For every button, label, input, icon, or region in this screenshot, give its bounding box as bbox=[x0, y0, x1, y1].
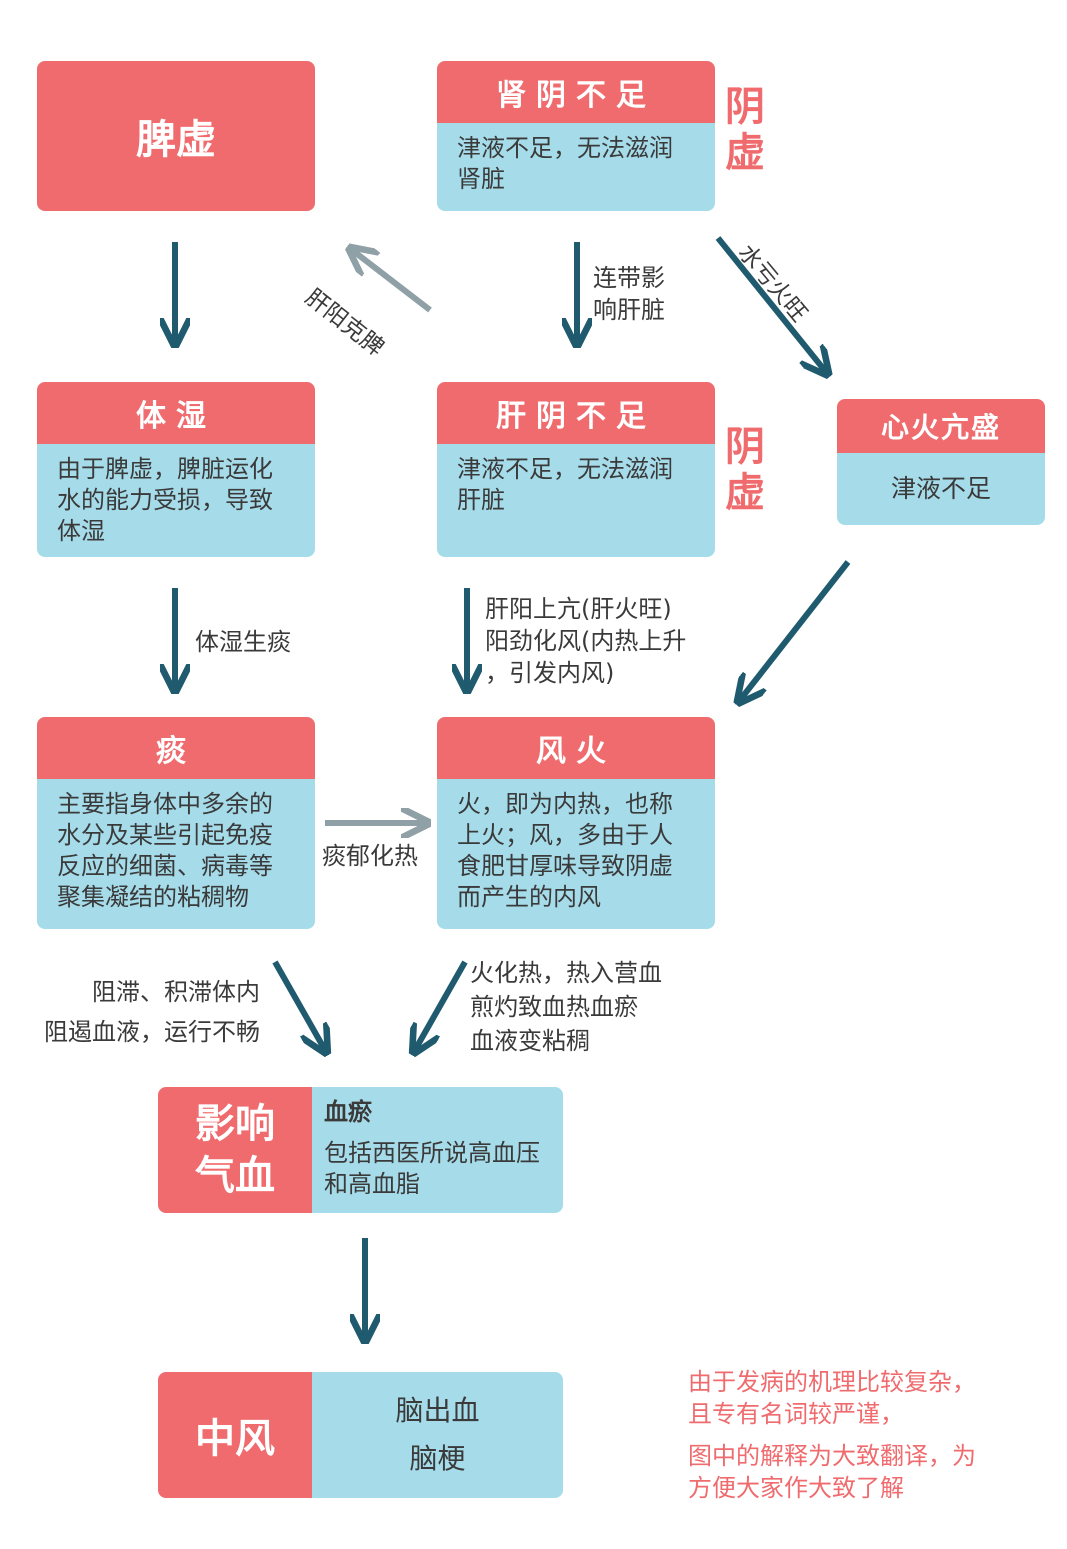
node-title: 风火 bbox=[437, 717, 715, 779]
node-title-line1: 影响 bbox=[195, 1101, 275, 1147]
node-liver-yin: 肝阴不足 津液不足，无法滋润肝脏 bbox=[437, 382, 715, 557]
edge-label-line: 阳劲化风(内热上升 bbox=[485, 627, 687, 655]
yin-deficiency-label-2: 阴虚 bbox=[725, 424, 765, 516]
node-desc: 津液不足，无法滋润肝脏 bbox=[437, 444, 715, 557]
arrow-phlegm-to-qiblood bbox=[272, 960, 325, 1050]
note-text: 由于发病的机理比较复杂， 且专有名词较严谨， 图中的解释为大致翻译，为 方便大家… bbox=[688, 1366, 976, 1504]
node-stroke: 中风 脑出血 脑梗 bbox=[158, 1372, 563, 1498]
edge-label-line: 阻滞、积滞体内 bbox=[92, 978, 260, 1006]
node-title: 影响 气血 bbox=[158, 1087, 312, 1213]
edge-label-damp-phlegm: 体湿生痰 bbox=[195, 628, 291, 656]
edge-label-line: ，引发内风) bbox=[485, 659, 615, 687]
edge-label-line: 火化热，热入营血 bbox=[470, 959, 662, 987]
arrow-heart-to-windfire bbox=[740, 560, 851, 700]
node-desc: 火，即为内热，也称上火；风，多由于人食肥甘厚味导致阴虚而产生的内风 bbox=[437, 779, 715, 929]
edge-label-fire-heat: 火化热，热入营血 煎灼致血热血瘀 血液变粘稠 bbox=[470, 956, 662, 1058]
note-line: 图中的解释为大致翻译，为 bbox=[688, 1442, 976, 1470]
edge-label-line: 阻遏血液，运行不畅 bbox=[44, 1018, 260, 1046]
node-title: 心火亢盛 bbox=[837, 399, 1045, 453]
yin-deficiency-label-1: 阴虚 bbox=[725, 84, 765, 176]
edge-label-liver-wind: 肝阳上亢(肝火旺) 阳劲化风(内热上升 ，引发内风) bbox=[485, 593, 686, 689]
edge-label-line: 连带影 bbox=[593, 264, 665, 292]
node-detail: 血瘀 包括西医所说高血压和高血脂 bbox=[312, 1087, 563, 1213]
node-desc: 包括西医所说高血压和高血脂 bbox=[324, 1139, 540, 1198]
arrow-liver-to-spleen bbox=[352, 250, 432, 313]
node-title: 中风 bbox=[158, 1372, 312, 1498]
arrow-kidney-to-heart bbox=[715, 236, 826, 372]
edge-label-block: 阻滞、积滞体内 阻遏血液，运行不畅 bbox=[20, 972, 260, 1052]
node-wind-fire: 风火 火，即为内热，也称上火；风，多由于人食肥甘厚味导致阴虚而产生的内风 bbox=[437, 717, 715, 929]
node-affect-qi-blood: 影响 气血 血瘀 包括西医所说高血压和高血脂 bbox=[158, 1087, 563, 1213]
node-desc: 津液不足 bbox=[837, 453, 1045, 525]
node-heart-fire: 心火亢盛 津液不足 bbox=[837, 399, 1045, 525]
node-body-damp: 体湿 由于脾虚，脾脏运化水的能力受损，导致体湿 bbox=[37, 382, 315, 557]
node-title-line2: 气血 bbox=[195, 1153, 275, 1199]
node-desc: 由于脾虚，脾脏运化水的能力受损，导致体湿 bbox=[37, 444, 315, 557]
node-item: 脑出血 bbox=[395, 1394, 480, 1427]
node-desc: 主要指身体中多余的水分及某些引起免疫反应的细菌、病毒等聚集凝结的粘稠物 bbox=[37, 779, 315, 929]
edge-label-line: 血液变粘稠 bbox=[470, 1027, 590, 1055]
node-phlegm: 痰 主要指身体中多余的水分及某些引起免疫反应的细菌、病毒等聚集凝结的粘稠物 bbox=[37, 717, 315, 929]
edge-label-line: 肝阳上亢(肝火旺) bbox=[485, 595, 672, 623]
node-items: 脑出血 脑梗 bbox=[312, 1372, 563, 1498]
node-spleen-deficiency: 脾虚 bbox=[37, 61, 315, 211]
node-kidney-yin: 肾阴不足 津液不足，无法滋润肾脏 bbox=[437, 61, 715, 211]
node-desc: 津液不足，无法滋润肾脏 bbox=[437, 123, 715, 211]
node-item: 脑梗 bbox=[409, 1442, 466, 1475]
node-title: 体湿 bbox=[37, 382, 315, 444]
note-line: 且专有名词较严谨， bbox=[688, 1400, 904, 1428]
note-line: 由于发病的机理比较复杂， bbox=[688, 1368, 976, 1396]
node-title: 肝阴不足 bbox=[437, 382, 715, 444]
node-title: 肾阴不足 bbox=[437, 61, 715, 123]
edge-label-line: 煎灼致血热血瘀 bbox=[470, 993, 638, 1021]
node-title: 脾虚 bbox=[136, 117, 216, 163]
edge-label-affect-liver: 连带影 响肝脏 bbox=[593, 262, 665, 326]
edge-label-phlegm-heat: 痰郁化热 bbox=[322, 842, 418, 870]
arrow-windfire-to-qiblood bbox=[415, 960, 468, 1050]
edge-label-line: 响肝脏 bbox=[593, 296, 665, 324]
node-sub-title: 血瘀 bbox=[324, 1098, 372, 1126]
note-line: 方便大家作大致了解 bbox=[688, 1474, 904, 1502]
node-title: 痰 bbox=[37, 717, 315, 779]
